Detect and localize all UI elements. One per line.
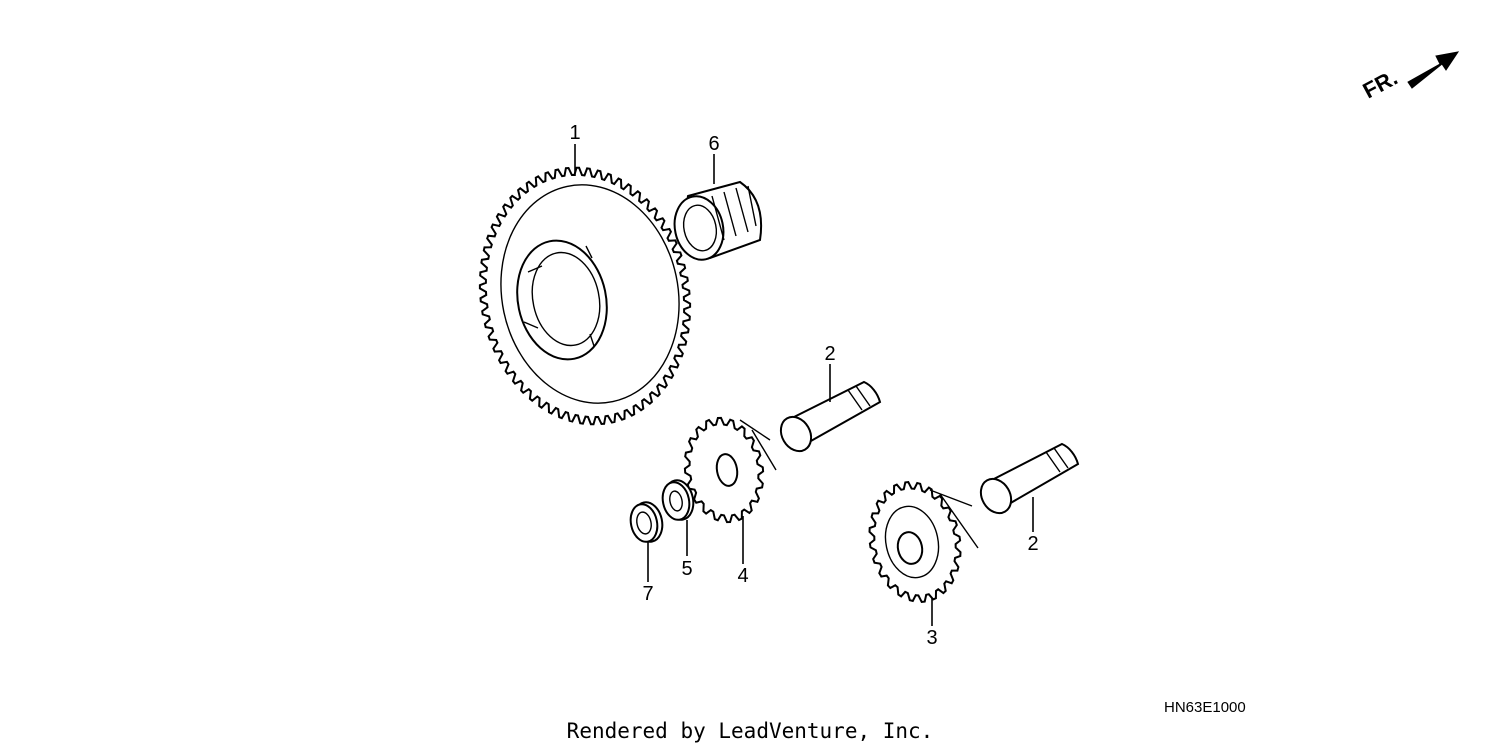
part-2-shaft-lower[interactable] [975, 442, 1080, 519]
front-direction-indicator: FR. [1359, 51, 1460, 104]
callout-4: 4 [737, 565, 748, 587]
callout-labels: 1 6 2 2 3 4 5 7 [569, 122, 1038, 649]
part-4-idler-gear[interactable] [683, 416, 777, 524]
part-5-washer[interactable] [659, 478, 697, 523]
footer-credit: Rendered by LeadVenture, Inc. [567, 719, 934, 743]
callout-6: 6 [708, 133, 719, 155]
part-3-gear[interactable] [868, 481, 979, 603]
front-direction-label: FR. [1359, 65, 1402, 104]
part-2-shaft-upper[interactable] [775, 380, 882, 457]
diagram-code: HN63E1000 [1164, 699, 1246, 716]
callout-5: 5 [681, 558, 692, 580]
leader-lines [574, 144, 1034, 626]
callout-3: 3 [926, 627, 937, 649]
part-6-needle-bearing[interactable] [669, 180, 763, 264]
callout-7: 7 [642, 583, 653, 605]
front-arrow-icon [1407, 51, 1460, 89]
part-1-large-gear[interactable] [478, 166, 699, 426]
callout-1: 1 [569, 122, 580, 144]
callout-2-lower: 2 [1027, 533, 1038, 555]
part-7-snap-ring[interactable] [627, 500, 666, 545]
callout-2-upper: 2 [824, 343, 835, 365]
